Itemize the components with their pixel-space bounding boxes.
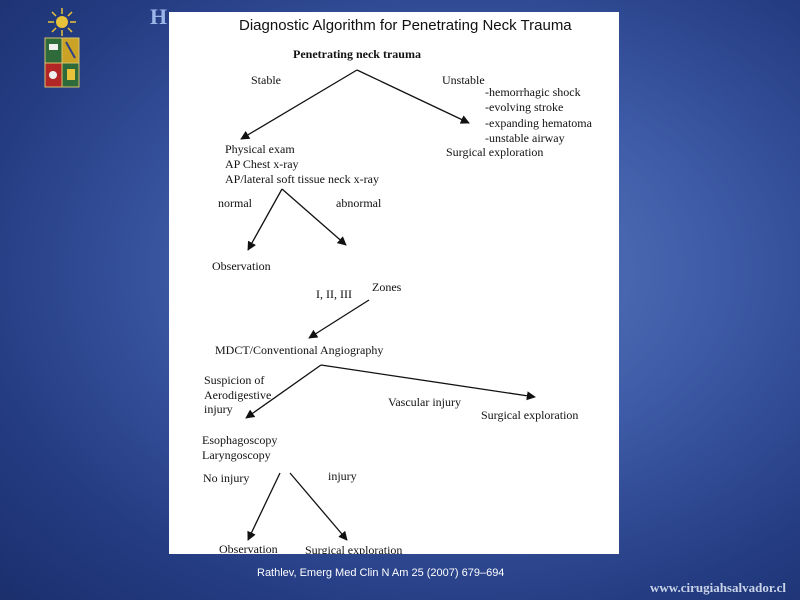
label-abnormal: abnormal — [336, 196, 382, 210]
node-observation-1: Observation — [212, 259, 271, 273]
sun-icon — [48, 8, 76, 36]
workup-line: AP Chest x-ray — [225, 157, 299, 171]
university-crest-logo — [44, 8, 80, 88]
arrow-to-abnormal — [281, 188, 347, 246]
arrow-to-unstable — [356, 69, 470, 124]
node-surgical-exploration-1: Surgical exploration — [446, 145, 544, 159]
arrow-to-surgical-2 — [289, 472, 348, 541]
workup-line: AP/lateral soft tissue neck x-ray — [225, 172, 379, 186]
arrow-to-vascular — [320, 364, 536, 401]
flowchart-arrows — [240, 69, 536, 541]
node-imaging: MDCT/Conventional Angiography — [215, 343, 384, 357]
label-vascular-injury: Vascular injury — [388, 395, 461, 409]
label-unstable: Unstable — [442, 73, 485, 87]
label-zones-roman: I, II, III — [316, 287, 352, 301]
diagram-title: Diagnostic Algorithm for Penetrating Nec… — [239, 17, 572, 34]
header-title-start: H — [150, 4, 170, 29]
node-observation-2: Observation — [219, 542, 278, 554]
arrow-to-observation-2 — [247, 472, 281, 541]
aerodigestive-line: Suspicion of — [204, 373, 265, 387]
endoscopy-line: Laryngoscopy — [202, 448, 271, 462]
arrow-to-observation — [247, 188, 283, 251]
website-url[interactable]: www.cirugiahsalvador.cl — [650, 580, 787, 595]
shield-icon — [44, 37, 80, 88]
aerodigestive-line: Aerodigestive — [204, 388, 272, 402]
unstable-criterion: -evolving stroke — [485, 100, 564, 114]
label-stable: Stable — [251, 73, 281, 87]
unstable-criterion: -hemorrhagic shock — [485, 85, 581, 99]
aerodigestive-line: injury — [204, 402, 233, 416]
node-surgical-exploration-vascular: Surgical exploration — [481, 408, 579, 422]
label-normal: normal — [218, 196, 252, 210]
workup-line: Physical exam — [225, 142, 295, 156]
arrow-to-aerodigestive — [245, 364, 322, 419]
unstable-criterion: -unstable airway — [485, 131, 565, 145]
endoscopy-line: Esophagoscopy — [202, 433, 278, 447]
algorithm-figure: Diagnostic Algorithm for Penetrating Nec… — [169, 12, 619, 554]
citation: Rathlev, Emerg Med Clin N Am 25 (2007) 6… — [257, 567, 505, 579]
unstable-criterion: -expanding hematoma — [485, 116, 592, 130]
arrow-to-stable — [240, 69, 358, 140]
node-surgical-exploration-2: Surgical exploration — [305, 543, 403, 554]
label-no-injury: No injury — [203, 471, 250, 485]
label-injury: injury — [328, 469, 357, 483]
label-zones: Zones — [372, 280, 402, 294]
arrow-to-imaging — [308, 299, 370, 339]
node-root: Penetrating neck trauma — [293, 47, 421, 61]
